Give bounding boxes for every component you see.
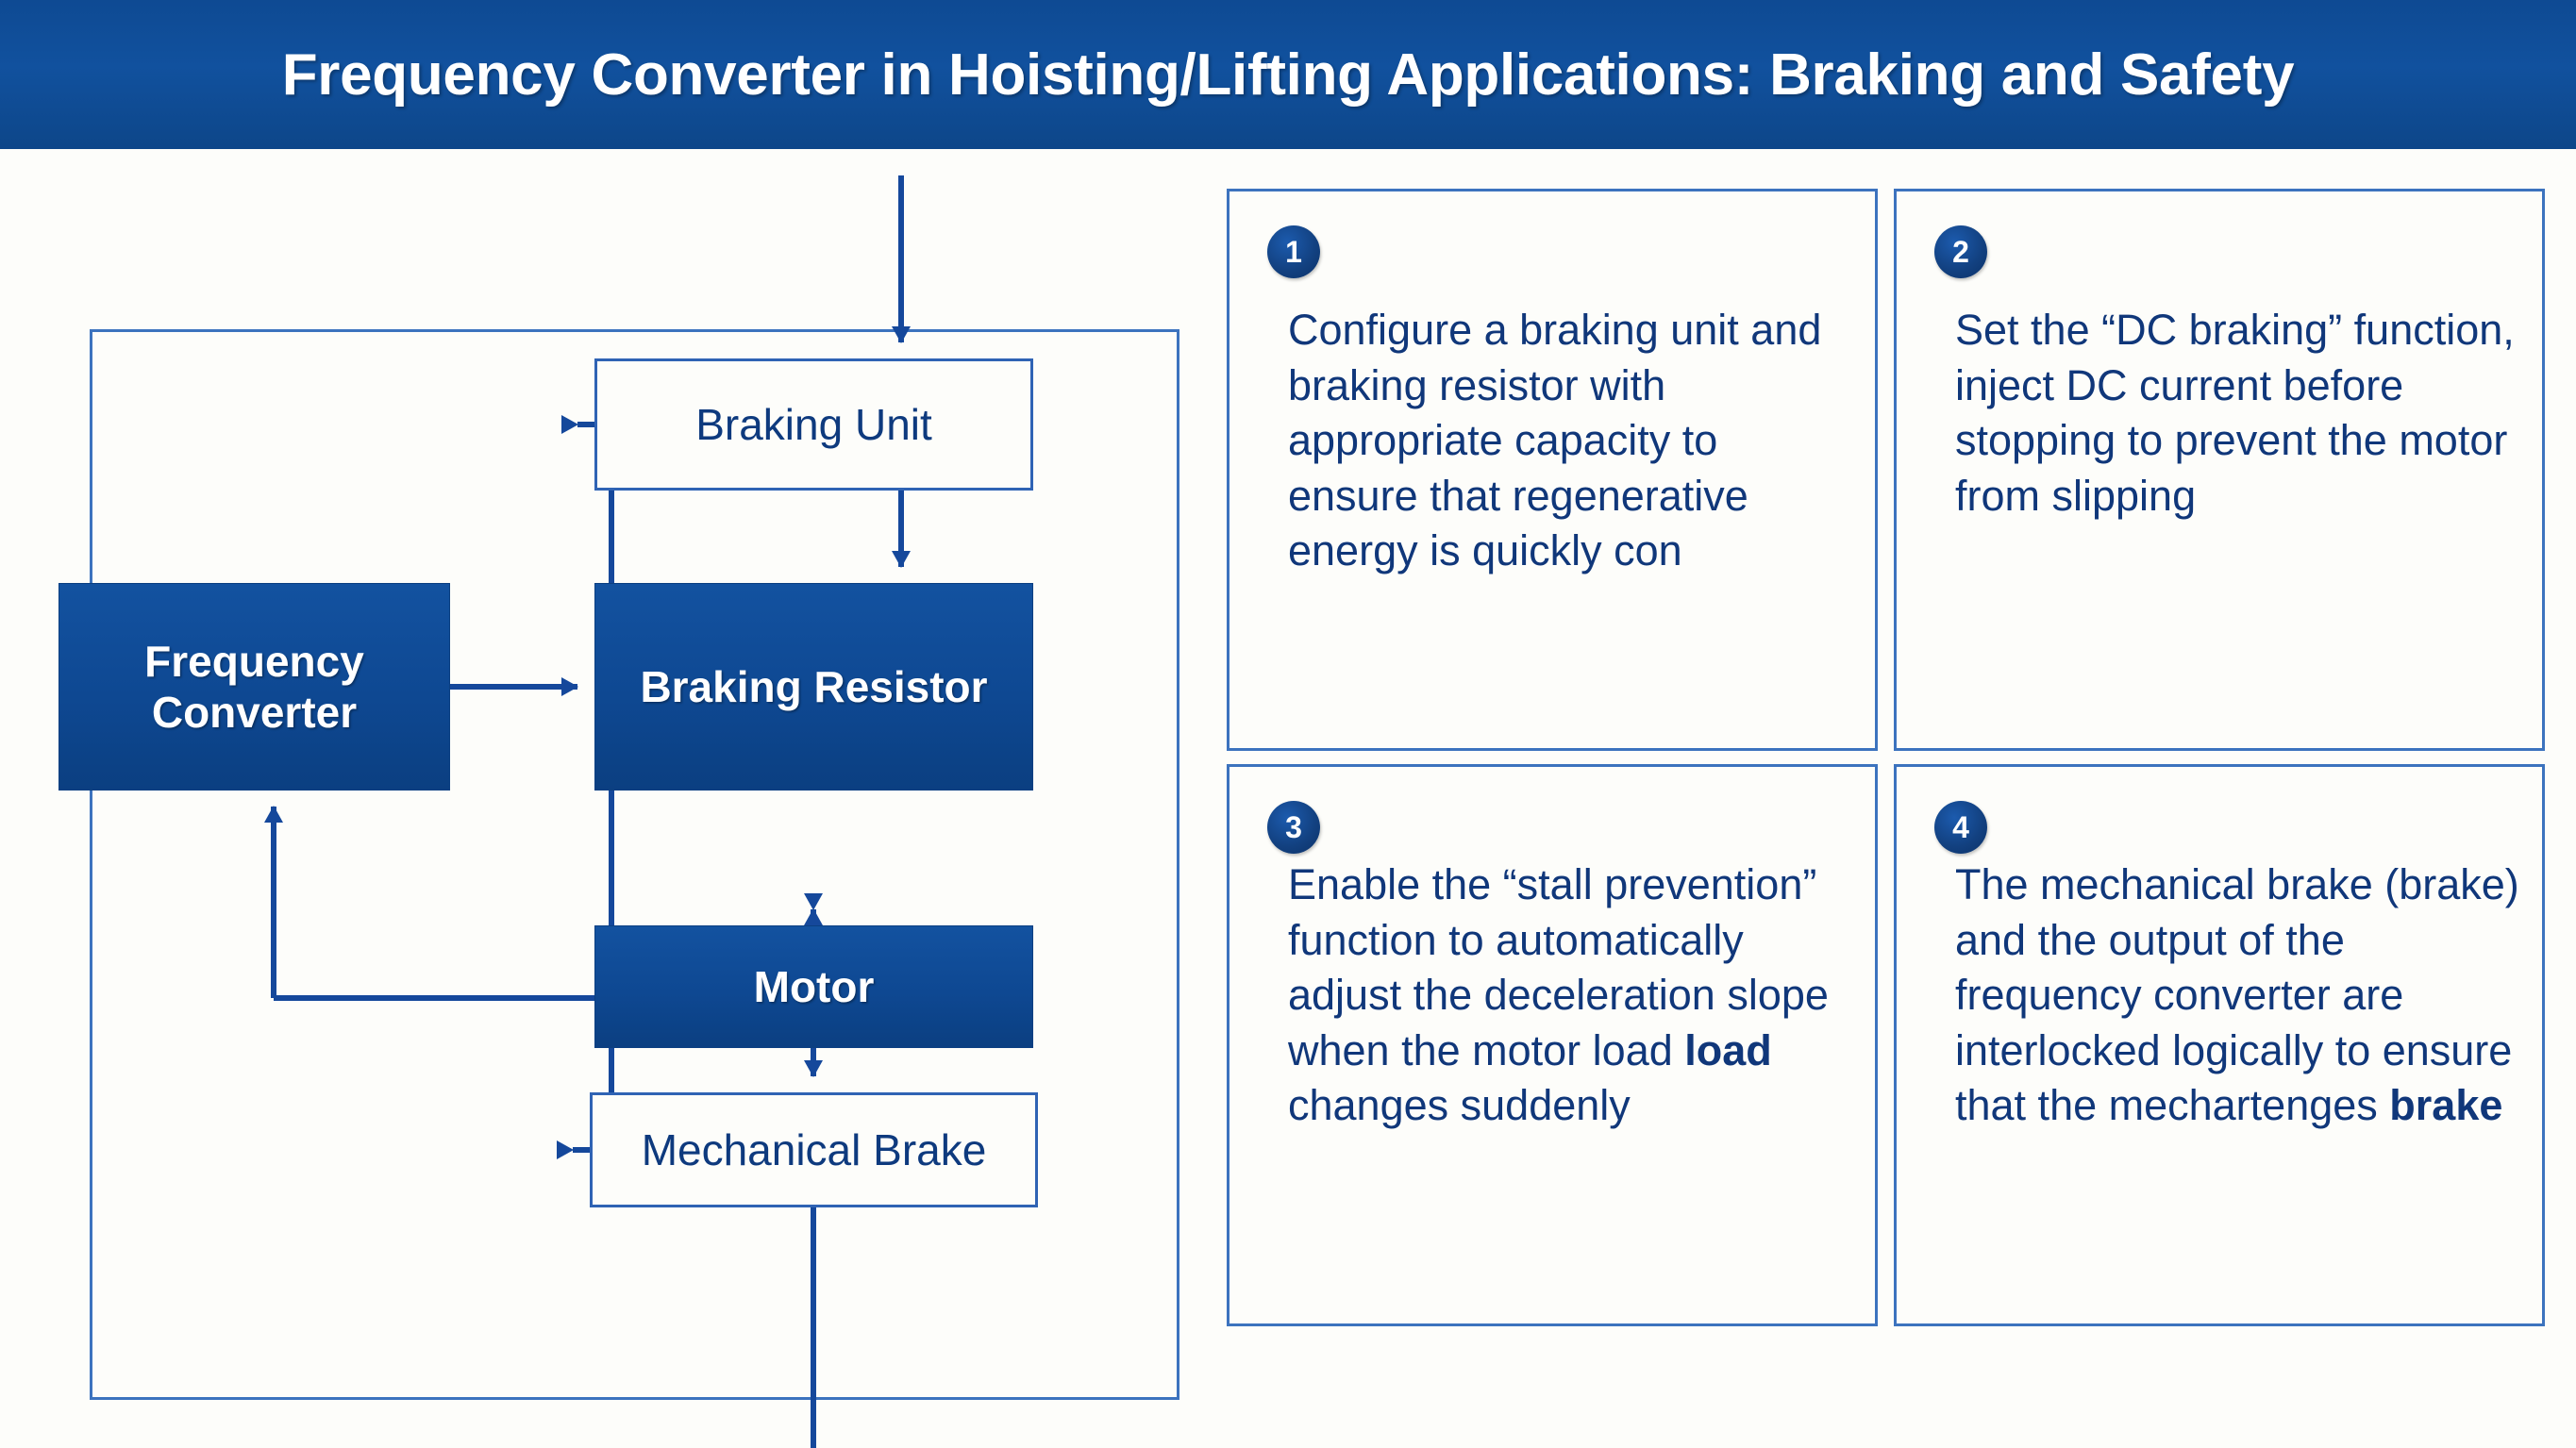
card-dc-braking[interactable]: 2 Set the “DC braking” function, inject … — [1894, 189, 2545, 751]
node-label: Braking Unit — [695, 399, 932, 449]
diagram-node-braking-unit[interactable]: Braking Unit — [594, 358, 1033, 491]
card-braking-unit-resistor[interactable]: 1 Configure a braking unit and braking r… — [1227, 189, 1878, 751]
card-badge-3: 3 — [1267, 801, 1320, 854]
diagram-panel: Braking Unit Frequency Converter Braking… — [0, 149, 1213, 1448]
diagram-container — [90, 329, 1179, 1400]
diagram-node-frequency-converter[interactable]: Frequency Converter — [59, 583, 450, 791]
diagram-node-mechanical-brake[interactable]: Mechanical Brake — [590, 1092, 1038, 1207]
card-stall-prevention[interactable]: 3 Enable the “stall prevention” function… — [1227, 764, 1878, 1326]
node-label: Frequency Converter — [144, 636, 364, 737]
card-brake-interlock[interactable]: 4 The mechanical brake (brake) and the o… — [1894, 764, 2545, 1326]
node-label: Braking Resistor — [640, 661, 988, 711]
node-label: Motor — [753, 961, 875, 1011]
card-badge-4: 4 — [1934, 801, 1987, 854]
card-text-1: Configure a braking unit and braking res… — [1288, 306, 1822, 574]
title-bar: Frequency Converter in Hoisting/Lifting … — [0, 0, 2576, 149]
diagram-node-braking-resistor[interactable]: Braking Resistor — [594, 583, 1033, 791]
page-title: Frequency Converter in Hoisting/Lifting … — [281, 42, 2295, 108]
card-text-2: Set the “DC braking” function, inject DC… — [1955, 306, 2515, 520]
node-label: Mechanical Brake — [641, 1124, 987, 1174]
cards-panel: 1 Configure a braking unit and braking r… — [1227, 189, 2548, 1326]
card-badge-1: 1 — [1267, 225, 1320, 278]
card-text-3: Enable the “stall prevention” function t… — [1288, 860, 1829, 1129]
card-text-4: The mechanical brake (brake) and the out… — [1955, 860, 2519, 1129]
diagram-node-motor[interactable]: Motor — [594, 925, 1033, 1048]
card-badge-2: 2 — [1934, 225, 1987, 278]
